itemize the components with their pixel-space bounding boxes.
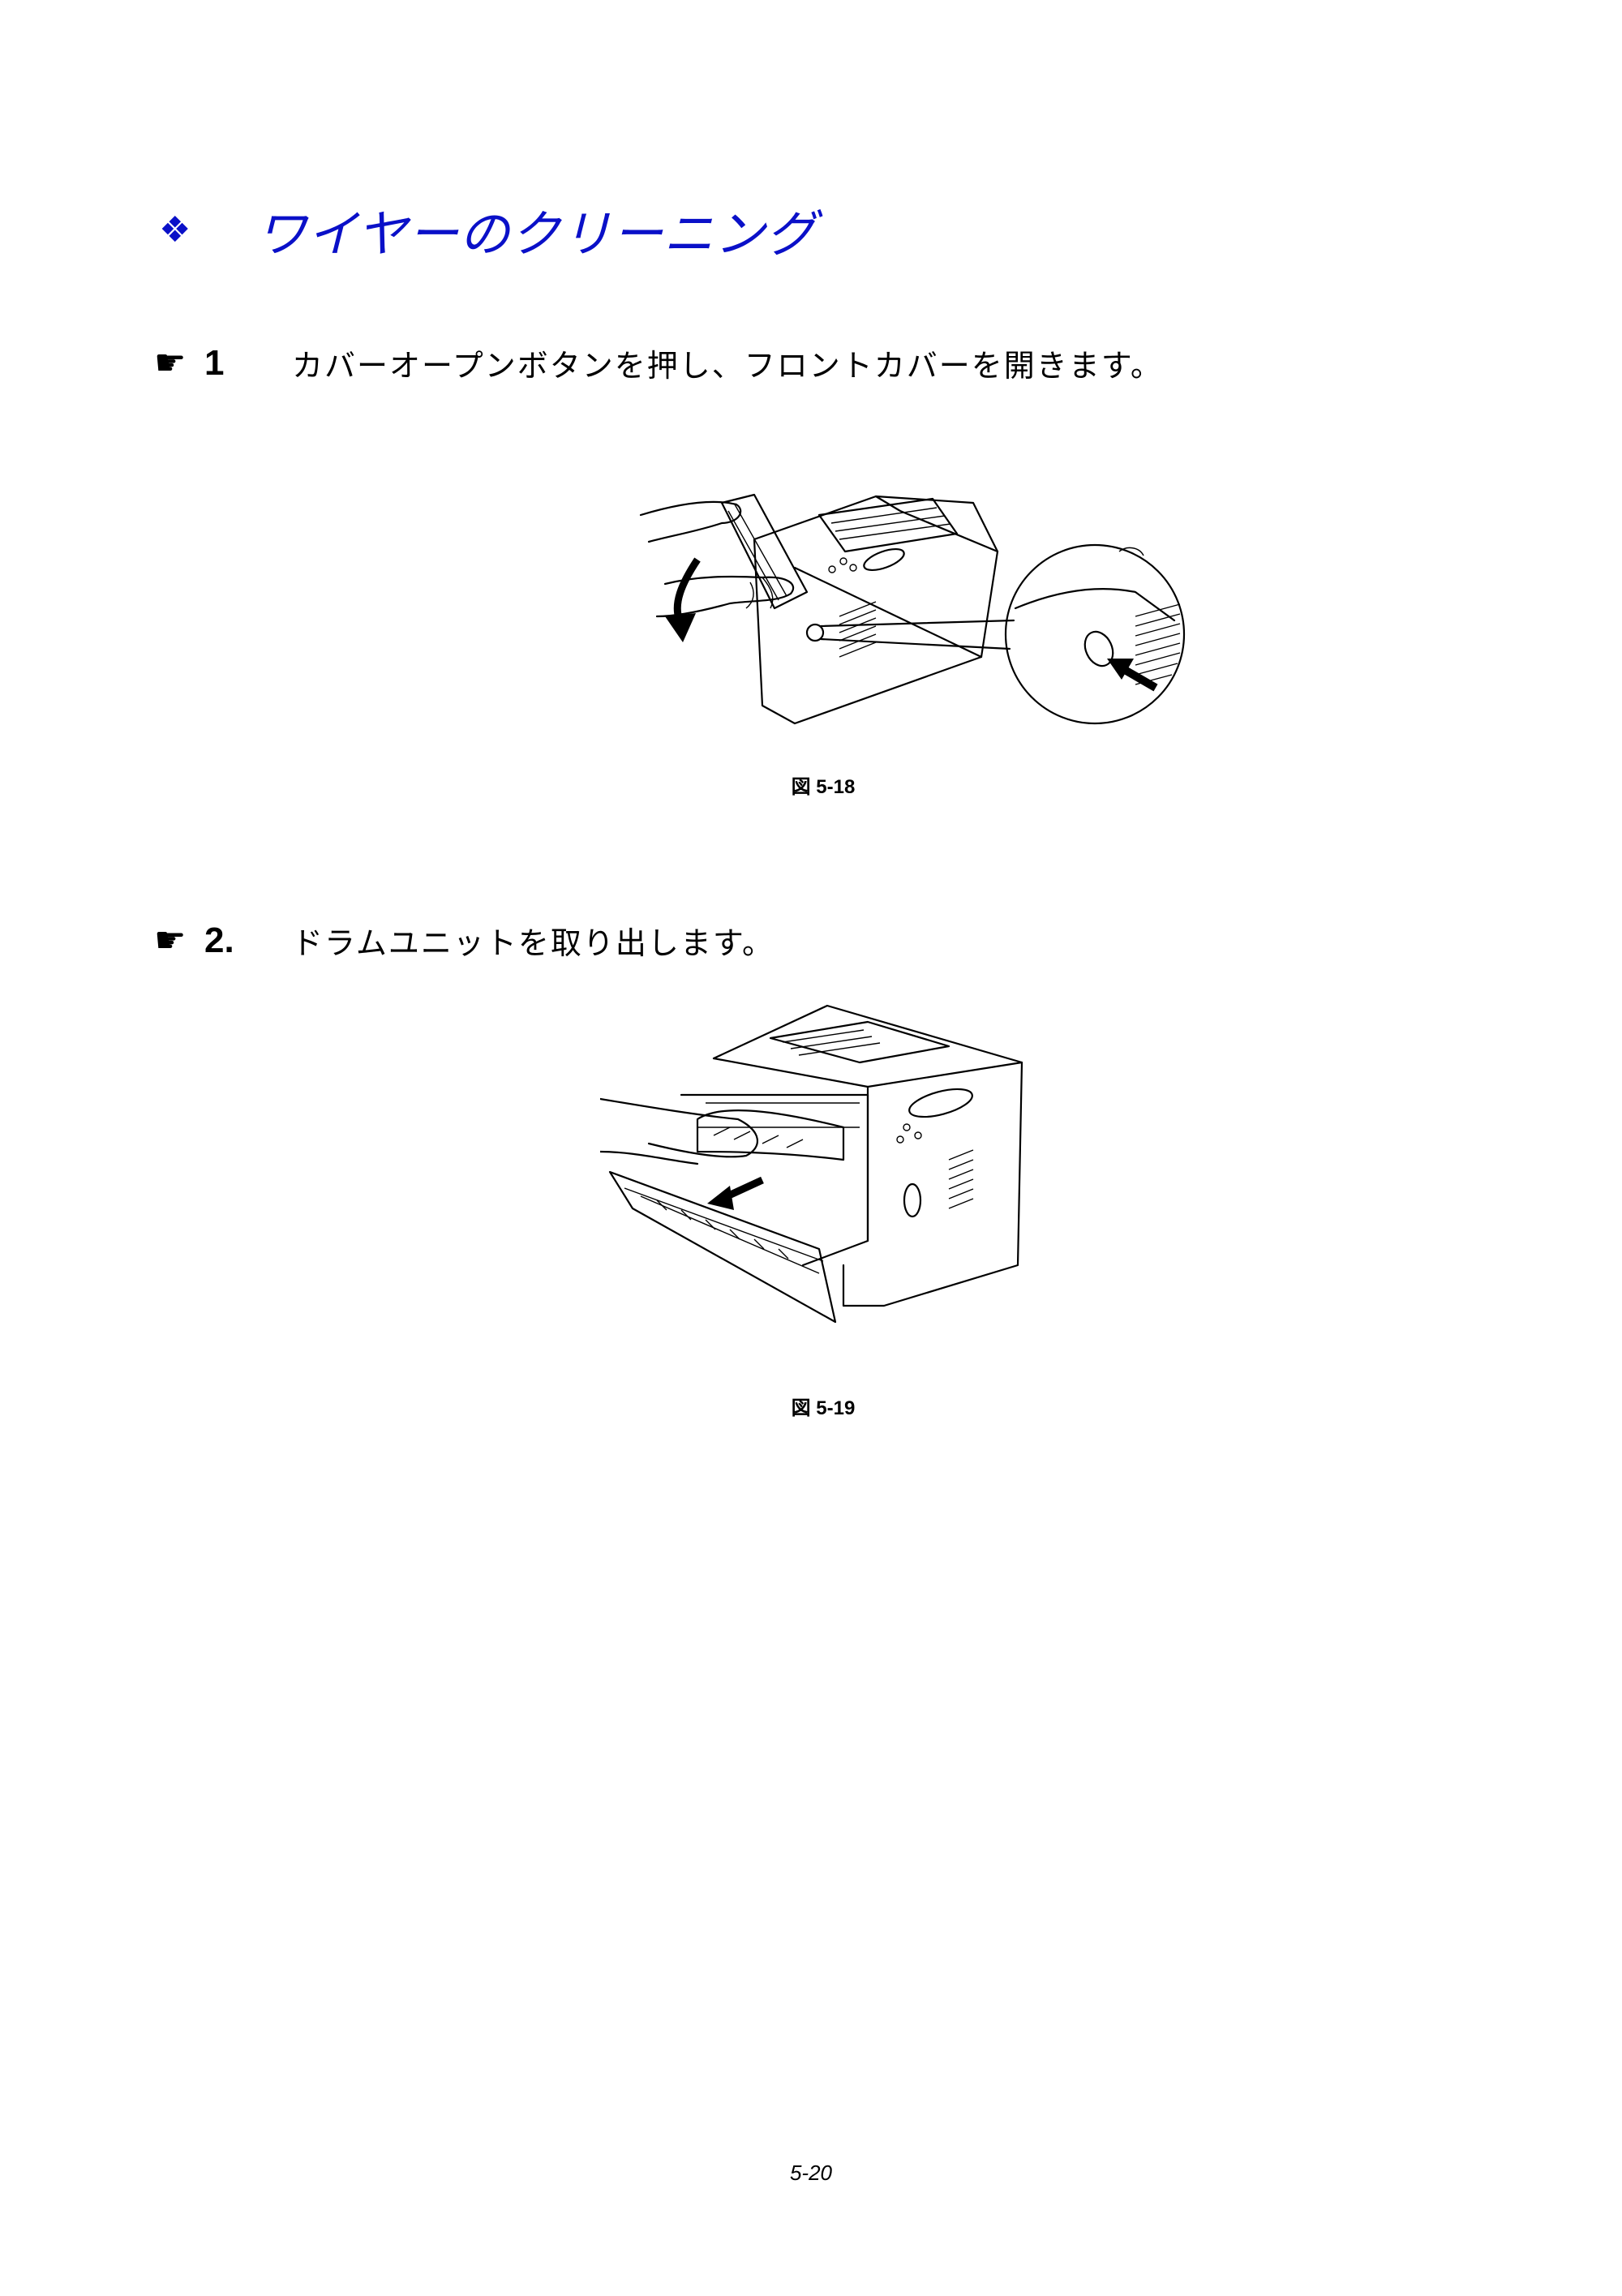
step-text: カバーオープンボタンを押し、フロントカバーを開きます。 xyxy=(292,348,1163,384)
step-1: ☛ 1 カバーオープンボタンを押し、フロントカバーを開きます。 xyxy=(154,341,1163,385)
figure-open-front-cover xyxy=(633,454,1200,741)
page-number: 5-20 xyxy=(789,2161,833,2185)
figure-remove-drum-unit xyxy=(599,998,1038,1341)
figure-caption: 図 5-19 xyxy=(791,1397,856,1419)
printer-drum-removal-illustration xyxy=(599,1004,1023,1324)
section-title-text: ワイヤーのクリーニング xyxy=(256,204,817,264)
diamond-cluster-icon: ❖ xyxy=(159,208,191,251)
section-title: ❖ ワイヤーのクリーニング xyxy=(159,193,817,266)
printer-open-cover-illustration xyxy=(639,493,1186,725)
step-text: ドラムユニットを取り出します。 xyxy=(292,925,775,961)
step-number: 2. xyxy=(204,920,234,960)
step-number: 1 xyxy=(204,342,225,383)
figure-caption: 図 5-18 xyxy=(791,776,856,798)
pointing-hand-icon: ☛ xyxy=(154,920,187,961)
step-2: ☛ 2. ドラムユニットを取り出します。 xyxy=(154,918,775,963)
pointing-hand-icon: ☛ xyxy=(154,342,187,384)
